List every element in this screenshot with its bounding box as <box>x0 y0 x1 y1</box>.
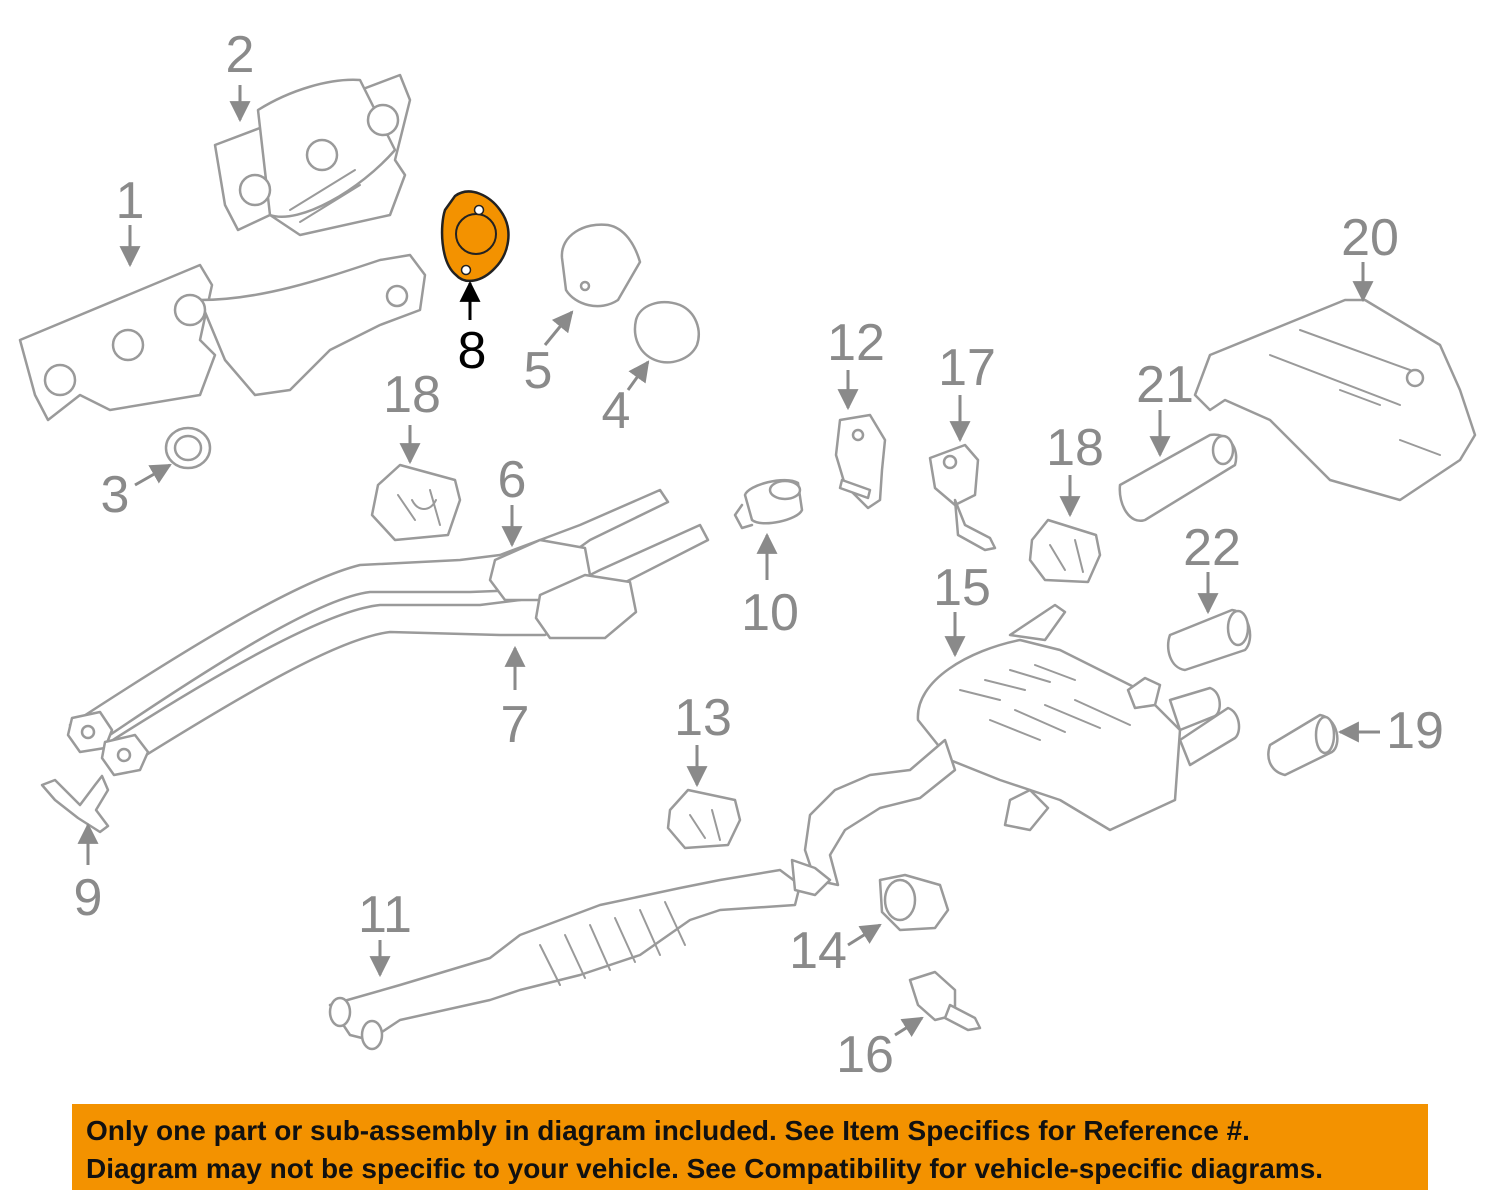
part-18-rubber-hanger-left <box>370 463 462 542</box>
callout-6: 6 <box>498 451 527 509</box>
callout-11: 11 <box>358 886 412 944</box>
part-20-heat-shield <box>1193 298 1477 502</box>
part-2-exhaust-manifold-upper <box>213 73 412 237</box>
callout-20: 20 <box>1341 209 1399 267</box>
part-1-exhaust-manifold-lower <box>18 253 427 422</box>
part-22-pipe-sleeve <box>1166 608 1252 672</box>
leader-lines <box>77 85 1380 1037</box>
callout-7: 7 <box>501 696 530 754</box>
callout-15: 15 <box>933 559 991 617</box>
callout-18-left: 18 <box>383 366 441 424</box>
disclaimer-line-2: Diagram may not be specific to your vehi… <box>86 1153 1324 1184</box>
callout-5: 5 <box>524 342 553 400</box>
part-18-rubber-hanger-right <box>1028 518 1102 584</box>
part-4-heat-shield-cap <box>633 301 700 364</box>
callout-14: 14 <box>789 922 847 980</box>
callout-21: 21 <box>1136 356 1194 414</box>
part-19-tail-pipe-tip <box>1267 713 1339 777</box>
part-10-damper <box>733 478 804 530</box>
callout-13: 13 <box>674 689 732 747</box>
callout-22: 22 <box>1183 519 1241 577</box>
part-9-bracket <box>40 774 110 834</box>
part-21-pipe-section <box>1118 433 1238 522</box>
callout-labels: 2 1 3 8 5 4 18 6 7 9 10 12 17 18 20 21 2… <box>74 26 1444 1084</box>
part-11-center-muffler-pipe <box>328 858 832 1051</box>
part-12-bracket <box>834 413 887 510</box>
callout-4: 4 <box>602 382 631 440</box>
part-16-bracket-stud <box>908 970 982 1032</box>
callout-1: 1 <box>116 172 145 230</box>
disclaimer-banner: Only one part or sub-assembly in diagram… <box>72 1104 1428 1190</box>
callout-9: 9 <box>74 869 103 927</box>
callout-12: 12 <box>827 314 885 372</box>
disclaimer-line-1: Only one part or sub-assembly in diagram… <box>86 1115 1250 1146</box>
callout-16: 16 <box>836 1026 894 1084</box>
callout-19: 19 <box>1386 702 1444 760</box>
part-6-7-front-pipes-catalytic-converters <box>66 488 710 777</box>
callout-17: 17 <box>938 339 996 397</box>
part-3-ring-gasket <box>164 426 212 470</box>
callout-3: 3 <box>101 466 130 524</box>
exhaust-system-diagram: 2 1 3 8 5 4 18 6 7 9 10 12 17 18 20 21 2… <box>18 26 1477 1084</box>
part-8-gasket-highlighted <box>440 190 510 283</box>
part-14-pipe-clamp <box>878 873 950 932</box>
part-17-bracket-stud <box>928 443 997 552</box>
part-5-heat-shield-cap <box>560 223 642 308</box>
callout-18-right: 18 <box>1046 419 1104 477</box>
part-15-rear-muffler <box>803 603 1241 887</box>
callout-2: 2 <box>226 26 255 84</box>
part-13-rubber-hanger <box>666 788 742 850</box>
callout-8-highlighted: 8 <box>458 322 487 380</box>
callout-10: 10 <box>741 584 799 642</box>
